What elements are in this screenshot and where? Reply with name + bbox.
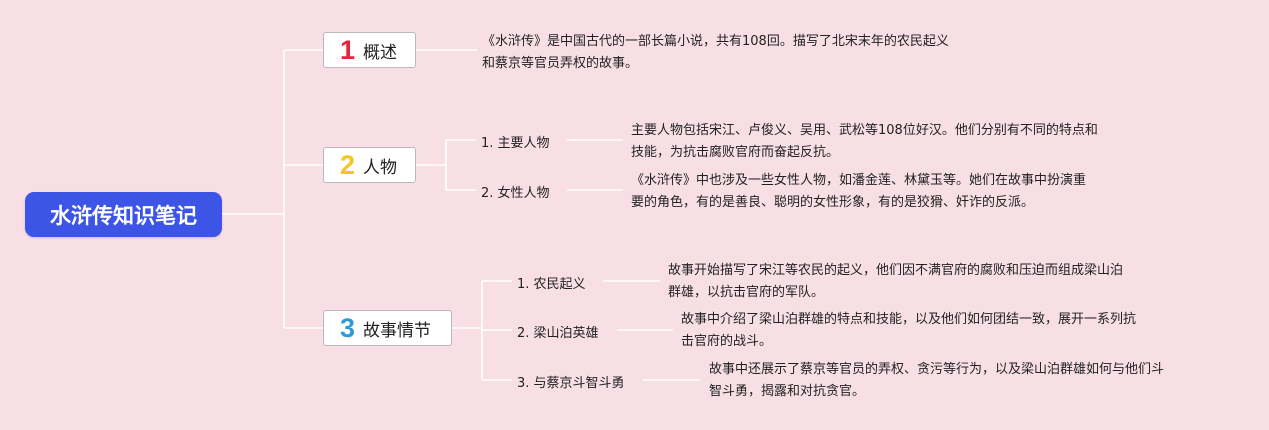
branch-characters-label: 人物: [363, 157, 398, 178]
liangshan-heroes-description: 故事中介绍了梁山泊群雄的特点和技能，以及他们如何团结一致，展开一系列抗 击官府的…: [681, 309, 1136, 353]
description-line: 故事中介绍了梁山泊群雄的特点和技能，以及他们如何团结一致，展开一系列抗: [681, 312, 1137, 327]
description-line: 和蔡京等官员弄权的故事。: [482, 56, 639, 71]
branch-characters[interactable]: 2 人物: [323, 147, 416, 183]
description-line: 击官府的战斗。: [681, 334, 773, 349]
description-line: 故事中还展示了蔡京等官员的弄权、贪污等行为，以及梁山泊群雄如何与他们斗: [709, 362, 1165, 377]
description-line: 《水浒传》是中国古代的一部长篇小说，共有108回。描写了北宋末年的农民起义: [482, 34, 949, 49]
branch-plot-label: 故事情节: [363, 320, 432, 341]
number-badge-2: 2: [340, 149, 356, 180]
root-node[interactable]: 水浒传知识笔记: [25, 192, 222, 237]
description-line: 要的角色，有的是善良、聪明的女性形象，有的是狡猾、奸诈的反派。: [631, 195, 1035, 210]
description-line: 技能，为抗击腐败官府而奋起反抗。: [631, 145, 840, 160]
description-line: 智斗勇，揭露和对抗贪官。: [709, 384, 866, 399]
peasant-uprising-description: 故事开始描写了宋江等农民的起义，他们因不满官府的腐败和压迫而组成梁山泊 群雄，以…: [668, 260, 1123, 304]
female-characters-description: 《水浒传》中也涉及一些女性人物，如潘金莲、林黛玉等。她们在故事中扮演重 要的角色…: [631, 170, 1086, 214]
battle-with-caijing-description: 故事中还展示了蔡京等官员的弄权、贪污等行为，以及梁山泊群雄如何与他们斗 智斗勇，…: [709, 359, 1164, 403]
sub-topic-battle-with-caijing[interactable]: 3. 与蔡京斗智斗勇: [517, 376, 625, 391]
root-label: 水浒传知识笔记: [50, 203, 197, 228]
description-line: 故事开始描写了宋江等农民的起义，他们因不满官府的腐败和压迫而组成梁山泊: [668, 263, 1124, 278]
main-characters-description: 主要人物包括宋江、卢俊义、吴用、武松等108位好汉。他们分别有不同的特点和 技能…: [631, 120, 1098, 164]
description-line: 群雄，以抗击官府的军队。: [668, 285, 825, 300]
description-line: 主要人物包括宋江、卢俊义、吴用、武松等108位好汉。他们分别有不同的特点和: [631, 123, 1098, 138]
number-badge-1: 1: [340, 34, 356, 65]
sub-topic-female-characters[interactable]: 2. 女性人物: [481, 186, 550, 201]
branch-overview[interactable]: 1 概述: [323, 32, 416, 68]
sub-topic-main-characters[interactable]: 1. 主要人物: [481, 136, 550, 151]
sub-topic-liangshan-heroes[interactable]: 2. 梁山泊英雄: [517, 326, 599, 341]
description-line: 《水浒传》中也涉及一些女性人物，如潘金莲、林黛玉等。她们在故事中扮演重: [631, 173, 1087, 188]
number-badge-3: 3: [340, 312, 356, 343]
branch-plot[interactable]: 3 故事情节: [323, 310, 452, 346]
branch-overview-label: 概述: [363, 42, 398, 63]
branch-overview-description: 《水浒传》是中国古代的一部长篇小说，共有108回。描写了北宋末年的农民起义 和蔡…: [482, 31, 949, 75]
sub-topic-peasant-uprising[interactable]: 1. 农民起义: [517, 277, 586, 292]
